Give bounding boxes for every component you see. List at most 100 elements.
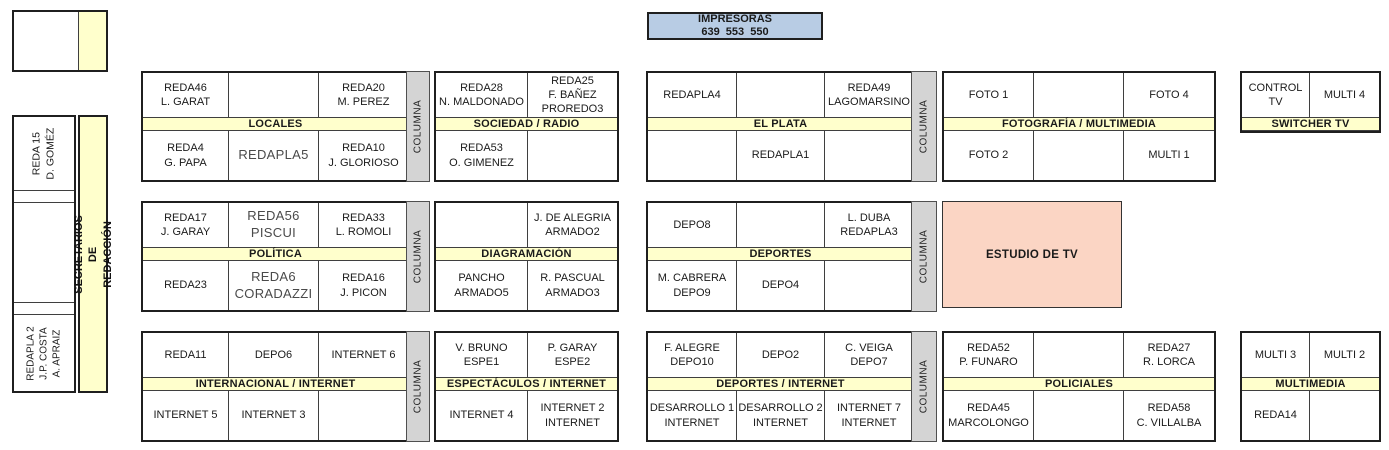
desk-cell	[737, 73, 825, 118]
section-band: MULTIMEDIA	[1242, 378, 1379, 391]
desk-cell: FOTO 4	[1124, 73, 1214, 118]
desk-cell: REDA10 J. GLORIOSO	[319, 131, 408, 180]
desk-cell: REDA20 M. PEREZ	[319, 73, 408, 118]
desk-cell	[825, 131, 913, 180]
desk-cell: REDA53 O. GIMENEZ	[436, 131, 528, 180]
desk-cell	[648, 131, 737, 180]
secretarios-desk-column: REDA 15 D. GOMÉZ REDAPLA 2 J.P. COSTA A.…	[12, 115, 76, 393]
desk-cell: INTERNET 7 INTERNET	[825, 391, 913, 440]
desk-cell: MULTI 3	[1242, 333, 1310, 378]
corner-desk-box	[12, 10, 108, 72]
desk-cell: MULTI 2	[1310, 333, 1379, 378]
columna-label: COLUMNA	[918, 359, 930, 414]
desk-cell	[1034, 391, 1124, 440]
desk-cell: DESARROLLO 1 INTERNET	[648, 391, 737, 440]
desk-cell: REDA16 J. PICON	[319, 261, 408, 310]
desk-cell: C. VEIGA DEPO7	[825, 333, 913, 378]
desk-cell: DEPO4	[737, 261, 825, 310]
desk-cell	[1034, 131, 1124, 180]
desk-cell: INTERNET 4	[436, 391, 528, 440]
desk-cell	[528, 131, 617, 180]
desk-cell: REDAPLA 2 J.P. COSTA A. APRAIZ	[14, 315, 74, 391]
desk-cell: P. GARAY ESPE2	[528, 333, 617, 378]
desk-cell: CONTROL TV	[1242, 73, 1310, 118]
desk-cell	[1034, 333, 1124, 378]
columna-strip: COLUMNA	[406, 201, 430, 312]
columna-strip: COLUMNA	[911, 331, 937, 442]
secretarios-strip: SECRETARIOS DE REDACCIÓN	[73, 115, 113, 393]
desk-cell: L. DUBA REDAPLA3	[825, 203, 913, 248]
desk-cell: FOTO 2	[944, 131, 1034, 180]
columna-label: COLUMNA	[412, 359, 424, 414]
section-band: INTERNACIONAL / INTERNET	[143, 378, 408, 391]
desk-cell: F. ALEGRE DEPO10	[648, 333, 737, 378]
desk-cell: REDA58 C. VILLALBA	[1124, 391, 1214, 440]
desk-cell: REDA33 L. ROMOLI	[319, 203, 408, 248]
section-band: DEPORTES / INTERNET	[648, 378, 913, 391]
desk-cell: DEPO8	[648, 203, 737, 248]
desk-cell: REDA23	[143, 261, 229, 310]
desk-cell	[14, 303, 74, 315]
desk-cell: DEPO2	[737, 333, 825, 378]
section-band: DIAGRAMACIÓN	[436, 248, 617, 261]
impresoras-title: IMPRESORAS	[698, 12, 772, 25]
desk-cell	[229, 73, 319, 118]
desk-cell: REDA 15 D. GOMÉZ	[14, 117, 74, 191]
desk-cell: REDA52 P. FUNARO	[944, 333, 1034, 378]
desk-cell: REDA28 N. MALDONADO	[436, 73, 528, 118]
desk-cell: REDA6 CORADAZZI	[229, 261, 319, 310]
columna-label: COLUMNA	[412, 229, 424, 284]
columna-strip: COLUMNA	[406, 331, 430, 442]
desk-cell: FOTO 1	[944, 73, 1034, 118]
desk-cell	[1310, 391, 1379, 440]
section-band: LOCALES	[143, 118, 408, 131]
impresoras-numbers: 639 553 550	[701, 26, 769, 38]
desk-cell-label: REDAPLA 2 J.P. COSTA A. APRAIZ	[25, 325, 63, 381]
desk-cell	[14, 191, 74, 203]
desk-cell: DEPO6	[229, 333, 319, 378]
section-band: FOTOGRAFÍA / MULTIMEDIA	[944, 118, 1214, 131]
secretarios-strip-label: SECRETARIOS DE REDACCIÓN	[72, 214, 114, 294]
desk-cell: PANCHO ARMADO5	[436, 261, 528, 310]
desk-cell-label: REDA 15 D. GOMÉZ	[30, 127, 56, 180]
desk-cell	[14, 203, 74, 303]
section-band: POLICIALES	[944, 378, 1214, 391]
columna-label: COLUMNA	[412, 99, 424, 154]
desk-cell: R. PASCUAL ARMADO3	[528, 261, 617, 310]
estudio-de-tv-label: ESTUDIO DE TV	[985, 248, 1079, 261]
desk-cell	[825, 261, 913, 310]
desk-cell: INTERNET 3	[229, 391, 319, 440]
estudio-de-tv-area: ESTUDIO DE TV	[942, 201, 1122, 308]
desk-cell	[1034, 73, 1124, 118]
desk-cell	[436, 203, 528, 248]
columna-label: COLUMNA	[918, 229, 930, 284]
section-band: EL PLATA	[648, 118, 913, 131]
desk-cell: V. BRUNO ESPE1	[436, 333, 528, 378]
corner-desk-yellow	[78, 12, 106, 70]
columna-label: COLUMNA	[918, 99, 930, 154]
desk-cell: REDA17 J. GARAY	[143, 203, 229, 248]
desk-cell: REDA11	[143, 333, 229, 378]
section-band: ESPECTÁCULOS / INTERNET	[436, 378, 617, 391]
desk-cell: INTERNET 5	[143, 391, 229, 440]
section-band: SOCIEDAD / RADIO	[436, 118, 617, 131]
section-band: POLÍTICA	[143, 248, 408, 261]
desk-cell: MULTI 4	[1310, 73, 1379, 118]
desk-cell: DESARROLLO 2 INTERNET	[737, 391, 825, 440]
columna-strip: COLUMNA	[911, 71, 937, 182]
desk-cell: INTERNET 6	[319, 333, 408, 378]
corner-desk-white	[14, 12, 78, 70]
desk-cell: J. DE ALEGRIA ARMADO2	[528, 203, 617, 248]
section-band: DEPORTES	[648, 248, 913, 261]
desk-cell: INTERNET 2 INTERNET	[528, 391, 617, 440]
desk-cell: REDA27 R. LORCA	[1124, 333, 1214, 378]
